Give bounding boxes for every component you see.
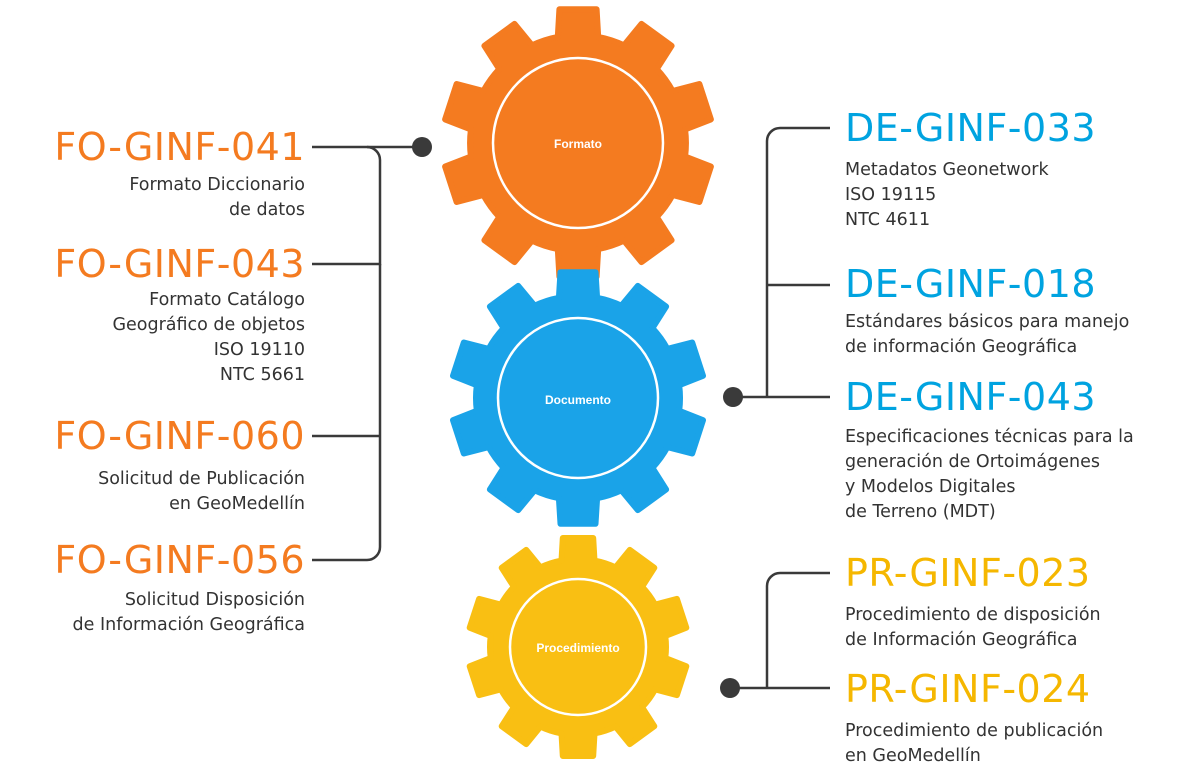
- procedimiento-connector: [730, 571, 830, 690]
- item-code: FO-GINF-041: [54, 125, 305, 169]
- item-description: Estándares básicos para manejo de inform…: [845, 312, 1130, 357]
- item-code: PR-GINF-023: [845, 551, 1091, 595]
- procedimiento-gear-label: Procedimiento: [536, 641, 619, 655]
- item-description: Procedimiento de disposición de Informac…: [845, 605, 1101, 650]
- formato-gear-ring: [491, 56, 665, 230]
- item-description: Formato Catálogo Geográfico de objetos I…: [112, 290, 305, 385]
- item-code: PR-GINF-024: [845, 667, 1091, 711]
- formato-gear-body: [442, 6, 714, 280]
- procedimiento-gear-body: [466, 535, 690, 759]
- item-code: DE-GINF-043: [845, 375, 1097, 419]
- item-code: FO-GINF-043: [54, 242, 305, 286]
- documento-gear-ring: [496, 316, 660, 480]
- formato-gear: [442, 6, 714, 280]
- procedimiento-gear-ring: [508, 577, 648, 717]
- formato-connector-dot: [412, 137, 432, 157]
- item-description: Formato Diccionario de datos: [129, 175, 305, 220]
- formato-gear-label: Formato: [554, 137, 602, 151]
- item-code: DE-GINF-033: [845, 106, 1097, 150]
- item-code: FO-GINF-056: [54, 538, 305, 582]
- documento-connector-dot: [723, 387, 743, 407]
- documento-gear: [450, 269, 706, 527]
- item-description: Solicitud de Publicación en GeoMedellín: [98, 469, 305, 514]
- documento-gear-label: Documento: [545, 393, 611, 407]
- item-code: FO-GINF-060: [54, 414, 305, 458]
- left-connector: [312, 145, 422, 562]
- documento-connector: [733, 126, 830, 399]
- item-description: Especificaciones técnicas para la genera…: [845, 427, 1134, 522]
- item-description: Solicitud Disposición de Información Geo…: [72, 590, 306, 635]
- procedimiento-connector-dot: [720, 678, 740, 698]
- item-description: Procedimiento de publicación en GeoMedel…: [845, 721, 1104, 766]
- item-code: DE-GINF-018: [845, 262, 1097, 306]
- documento-gear-body: [450, 269, 706, 527]
- procedimiento-gear: [466, 535, 690, 759]
- item-description: Metadatos Geonetwork ISO 19115 NTC 4611: [845, 160, 1049, 230]
